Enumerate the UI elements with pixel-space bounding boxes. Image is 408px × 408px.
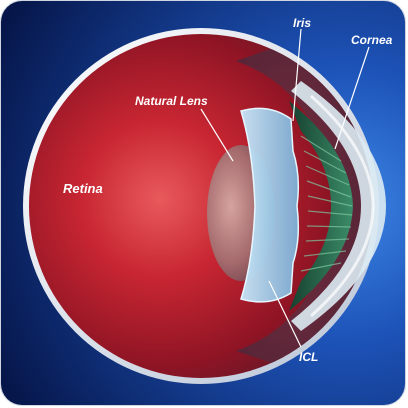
iris: [289, 101, 353, 311]
label-iris: Iris: [293, 16, 311, 30]
label-cornea: Cornea: [351, 33, 393, 47]
icl-lens: [240, 107, 300, 303]
natural-lens-leader: [200, 108, 234, 162]
cornea: [291, 81, 386, 331]
label-icl: ICL: [299, 350, 318, 364]
cornea-highlight: [310, 94, 375, 318]
iris-striations: [300, 135, 353, 272]
icl-leader: [268, 280, 302, 348]
label-natural-lens: Natural Lens: [135, 94, 208, 108]
cornea-leader: [334, 46, 370, 150]
label-retina: Retina: [63, 181, 103, 196]
leader-lines: [200, 28, 370, 348]
iris-leader: [292, 28, 302, 122]
